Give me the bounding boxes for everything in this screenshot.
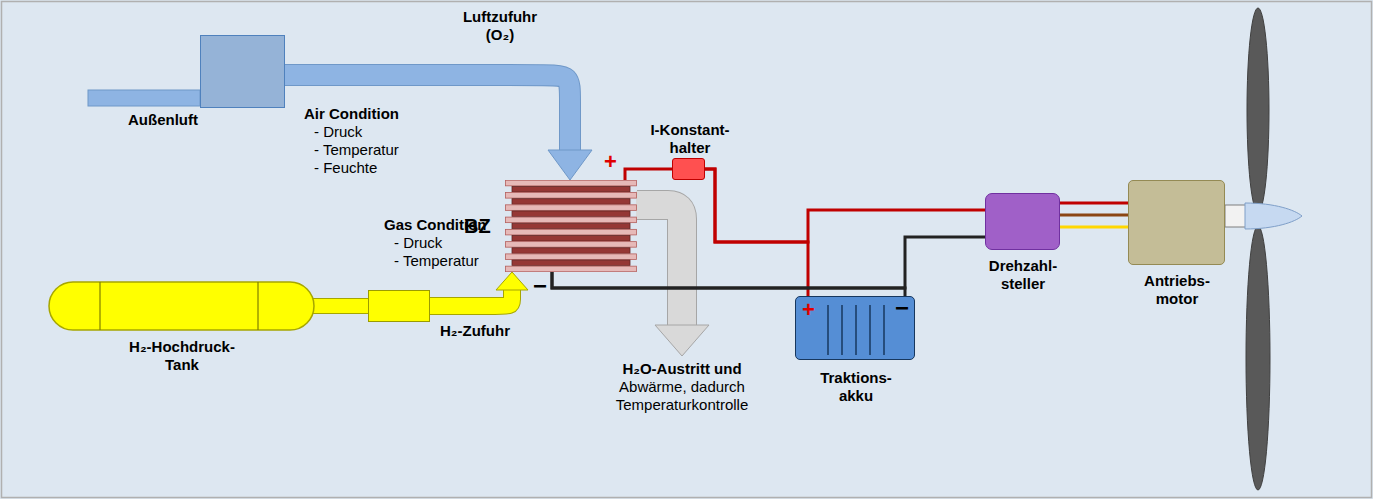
wire [705,169,808,296]
node-label: - Feuchte [314,159,454,177]
node-label: − [895,295,913,321]
node-label: Antriebs- motor [1129,272,1225,308]
polarity-sign: − [533,273,551,299]
inlet-label: Außenluft [128,111,238,129]
node-label: - Temperatur [394,252,534,270]
supply-arrow [430,272,528,306]
exhaust-label: H₂O-Austritt und Abwärme, dadurch Temper… [592,360,772,414]
polarity-sign: + [604,150,622,174]
node-label: - Temperatur [314,141,454,159]
propeller [1225,8,1302,490]
speed-controller-box: Drehzahl- steller [985,193,1060,250]
node-label: + [802,298,820,322]
air-inlet-pipe [88,90,200,106]
node-label: I-Konstant- halter [642,121,738,157]
exhaust-arrow [636,205,709,356]
node-label: H₂-Hochdruck- Tank [112,338,252,374]
gas-condition-box: Gas Condition- Druck- Temperatur [368,290,430,322]
edge-label: Luftzufuhr (O₂) [452,8,548,44]
wire [705,169,985,242]
node-label: - Druck [314,123,454,141]
supply-arrow [313,306,368,307]
hydrogen-tank: H₂-Hochdruck- Tank [48,281,315,331]
air-condition-box: Air Condition- Druck- Temperatur- Feucht… [200,35,285,108]
battery-box: +−Traktions- akku [795,296,915,360]
node-label: Gas Condition [384,216,534,234]
wire [625,169,672,180]
node-label: Drehzahl- steller [975,257,1071,293]
current-regulator-box: I-Konstant- halter [672,158,705,180]
edge-label: H₂-Zufuhr [440,322,550,340]
tank-drawing [48,281,315,331]
wire [1060,203,1128,227]
node-label: Air Condition [304,105,454,123]
node-label: - Druck [394,234,534,252]
supply-arrow [285,75,592,180]
fuel-cell-stack: BZ [505,180,637,272]
wire [552,272,905,296]
stack-drawing [505,180,637,272]
motor-box: Antriebs- motor [1128,180,1225,265]
node-label: Traktions- akku [808,369,904,405]
